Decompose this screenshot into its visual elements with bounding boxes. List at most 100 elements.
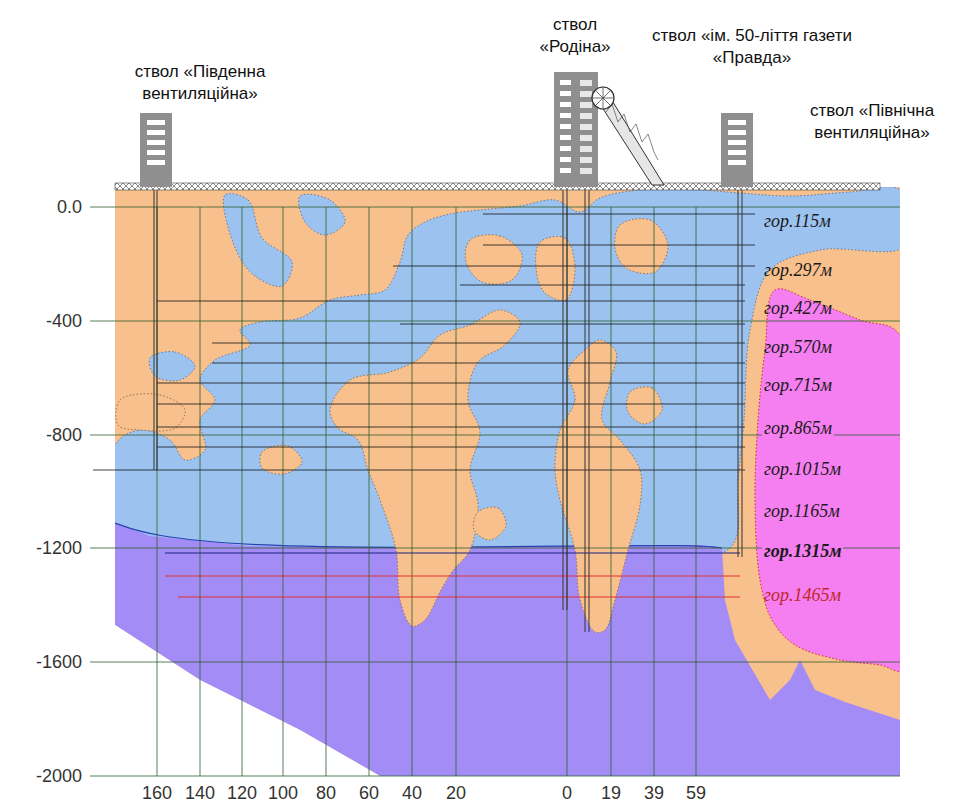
ground-surface bbox=[115, 183, 880, 190]
window bbox=[560, 135, 571, 140]
window bbox=[728, 130, 746, 135]
wheel-spoke bbox=[603, 98, 604, 109]
shaft-building bbox=[140, 113, 172, 187]
depth-label: 0.0 bbox=[57, 197, 82, 218]
blue-rock bbox=[299, 194, 345, 235]
window bbox=[728, 120, 746, 125]
level-label: гор.1165м bbox=[762, 501, 842, 522]
wheel-spoke bbox=[595, 90, 603, 98]
grid-line bbox=[611, 207, 612, 776]
window bbox=[580, 113, 592, 119]
depth-label: -400 bbox=[46, 311, 82, 332]
shaft-building bbox=[721, 113, 753, 187]
window bbox=[147, 120, 165, 125]
window bbox=[580, 146, 592, 152]
grid-line bbox=[456, 207, 457, 776]
distance-label-holder: 20 bbox=[446, 783, 466, 804]
level-line bbox=[165, 576, 740, 577]
distance-label: 20 bbox=[446, 783, 466, 804]
window bbox=[147, 130, 165, 135]
window bbox=[580, 135, 592, 141]
window bbox=[560, 124, 571, 129]
shaft-label: ствол «Родіна» bbox=[530, 14, 620, 58]
shaft-label: ствол «ім. 50-ліття газети «Правда» bbox=[625, 25, 880, 69]
level-line bbox=[483, 245, 755, 246]
orange-rock bbox=[330, 310, 520, 626]
window bbox=[560, 113, 571, 118]
window bbox=[560, 146, 571, 151]
shaft-label: ствол «Південна вентиляційна» bbox=[115, 61, 285, 105]
grid-line bbox=[369, 207, 370, 776]
distance-label: 60 bbox=[359, 783, 379, 804]
window bbox=[580, 124, 592, 130]
rock-layers bbox=[105, 187, 922, 776]
shaft-line bbox=[567, 187, 568, 610]
wheel-spoke bbox=[603, 98, 614, 99]
wheel-spoke bbox=[603, 90, 611, 98]
window bbox=[580, 80, 592, 86]
wheel-spoke bbox=[595, 98, 603, 106]
sheave-wheel bbox=[592, 87, 614, 109]
orange-rock bbox=[615, 219, 668, 274]
depth-label-holder: -2000 bbox=[36, 766, 82, 787]
magenta-rock bbox=[755, 289, 922, 672]
orange-rock bbox=[536, 236, 575, 300]
level-label-holder: гор.570м bbox=[762, 337, 834, 358]
level-label-holder: гор.115м bbox=[762, 211, 833, 232]
shaft-label-holder: ствол «ім. 50-ліття газети «Правда» bbox=[625, 25, 880, 69]
headframe bbox=[606, 104, 658, 160]
window bbox=[728, 150, 746, 155]
distance-label-holder: 120 bbox=[227, 783, 257, 804]
depth-label-holder: -1600 bbox=[36, 652, 82, 673]
blue-rock bbox=[149, 352, 195, 381]
level-line bbox=[460, 285, 745, 286]
level-label: гор.297м bbox=[762, 260, 834, 281]
shaft-label-holder: ствол «Північна вентиляційна» bbox=[797, 100, 947, 144]
orange-rock bbox=[627, 387, 663, 424]
depth-label: -1600 bbox=[36, 652, 82, 673]
level-label: гор.570м bbox=[762, 337, 834, 358]
orange-rock bbox=[116, 394, 186, 431]
orange-rock bbox=[465, 235, 522, 284]
depth-label-holder: 0.0 bbox=[57, 197, 82, 218]
level-label: гор.1315м bbox=[762, 541, 843, 562]
level-line bbox=[165, 553, 740, 554]
shaft-line bbox=[742, 187, 743, 557]
level-label-holder: гор.715м bbox=[762, 375, 834, 396]
level-label-holder: гор.297м bbox=[762, 260, 834, 281]
grid-line bbox=[412, 207, 413, 776]
window bbox=[560, 157, 571, 162]
window bbox=[147, 140, 165, 145]
distance-label-holder: 100 bbox=[268, 783, 298, 804]
distance-label: 39 bbox=[644, 783, 664, 804]
mine-levels bbox=[93, 214, 755, 597]
window bbox=[580, 157, 592, 163]
distance-label: 100 bbox=[268, 783, 298, 804]
level-line bbox=[157, 404, 745, 405]
distance-label: 40 bbox=[402, 783, 422, 804]
distance-label-holder: 140 bbox=[185, 783, 215, 804]
grid-line bbox=[242, 207, 243, 776]
distance-label-holder: 40 bbox=[402, 783, 422, 804]
shaft-line bbox=[154, 187, 155, 470]
window bbox=[560, 168, 571, 173]
purple-rock bbox=[115, 523, 900, 776]
shaft-label-holder: ствол «Родіна» bbox=[530, 14, 620, 58]
level-label: гор.715м bbox=[762, 375, 834, 396]
distance-label: 160 bbox=[142, 783, 172, 804]
grid-line bbox=[283, 207, 284, 776]
level-label-holder: гор.1015м bbox=[762, 459, 843, 480]
window bbox=[560, 80, 571, 85]
grid-line bbox=[200, 207, 201, 776]
depth-label: -800 bbox=[46, 425, 82, 446]
level-label-holder: гор.427м bbox=[762, 298, 834, 319]
depth-label: -1200 bbox=[36, 538, 82, 559]
window bbox=[147, 150, 165, 155]
depth-label-holder: -1200 bbox=[36, 538, 82, 559]
window bbox=[580, 102, 592, 108]
level-line bbox=[400, 324, 745, 325]
shaft-line bbox=[563, 187, 564, 610]
level-label-holder: гор.1315м bbox=[762, 541, 843, 562]
distance-label: 140 bbox=[185, 783, 215, 804]
